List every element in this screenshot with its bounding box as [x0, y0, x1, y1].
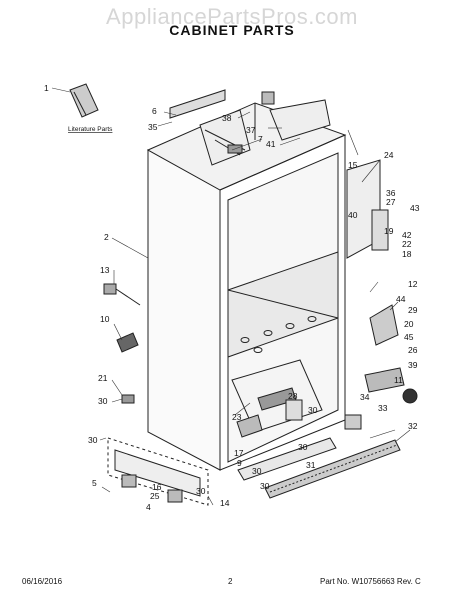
callout-16: 16: [152, 482, 162, 492]
callout-32: 32: [408, 421, 418, 431]
callout-13: 13: [100, 265, 110, 275]
callout-30-b: 30: [88, 435, 98, 445]
toe-grille-32: [264, 439, 401, 499]
callout-43: 43: [410, 203, 420, 213]
callout-28: 28: [288, 391, 298, 401]
callout-30-c: 30: [298, 442, 308, 452]
callout-33: 33: [378, 403, 388, 413]
callout-26: 26: [408, 345, 418, 355]
callout-12: 12: [408, 279, 418, 289]
callout-40: 40: [348, 210, 358, 220]
callout-36: 36: [386, 188, 396, 198]
callout-39: 39: [408, 360, 418, 370]
callout-4: 4: [146, 502, 151, 512]
hinge-20: [369, 304, 399, 346]
callout-30-d: 30: [252, 466, 262, 476]
callout-20: 20: [404, 319, 414, 329]
callout-21: 21: [98, 373, 108, 383]
page-title: CABINET PARTS: [169, 22, 295, 38]
callout-1: 1: [44, 83, 49, 93]
callout-29: 29: [408, 305, 418, 315]
callout-44: 44: [396, 294, 406, 304]
footer-page-number: 2: [228, 577, 233, 586]
callout-30-g: 30: [308, 405, 318, 415]
callout-34: 34: [360, 392, 370, 402]
callout-6: 6: [152, 106, 157, 116]
callout-30-f: 30: [196, 486, 206, 496]
callout-35: 35: [148, 122, 158, 132]
callout-14: 14: [220, 498, 230, 508]
callout-30-e: 30: [260, 481, 270, 491]
callout-15: 15: [348, 160, 358, 170]
footer-part-number: Part No. W10756663 Rev. C: [320, 577, 421, 586]
callout-7: 7: [258, 134, 263, 144]
callout-11: 11: [394, 375, 403, 385]
callout-5: 5: [92, 478, 97, 488]
watermark: AppliancePartsPros.com: [106, 4, 358, 29]
callout-38: 38: [222, 113, 232, 123]
callout-19: 19: [384, 226, 394, 236]
callout-17: 17: [234, 448, 244, 458]
callout-25: 25: [150, 491, 160, 501]
callout-2: 2: [104, 232, 109, 242]
footer-date: 06/16/2016: [22, 577, 63, 586]
callout-30-a: 30: [98, 396, 108, 406]
callout-42: 42: [402, 230, 412, 240]
cabinet-left-face: [147, 149, 221, 471]
literature-parts-booklet: [69, 83, 99, 118]
callout-18: 18: [402, 249, 412, 259]
callout-41: 41: [266, 139, 276, 149]
callout-9: 9: [237, 458, 242, 468]
callout-10: 10: [100, 314, 110, 324]
callout-45: 45: [404, 332, 414, 342]
callout-31: 31: [306, 460, 316, 470]
literature-parts-label: Literature Parts: [68, 126, 113, 133]
callout-23: 23: [232, 412, 242, 422]
callout-labels: 1 2 4 5 6 7 9 10 11 12 13 14 15 16 17 18…: [44, 83, 420, 512]
callout-37: 37: [246, 125, 256, 135]
callout-27: 27: [386, 197, 396, 207]
callout-24: 24: [384, 150, 394, 160]
callout-22: 22: [402, 239, 412, 249]
